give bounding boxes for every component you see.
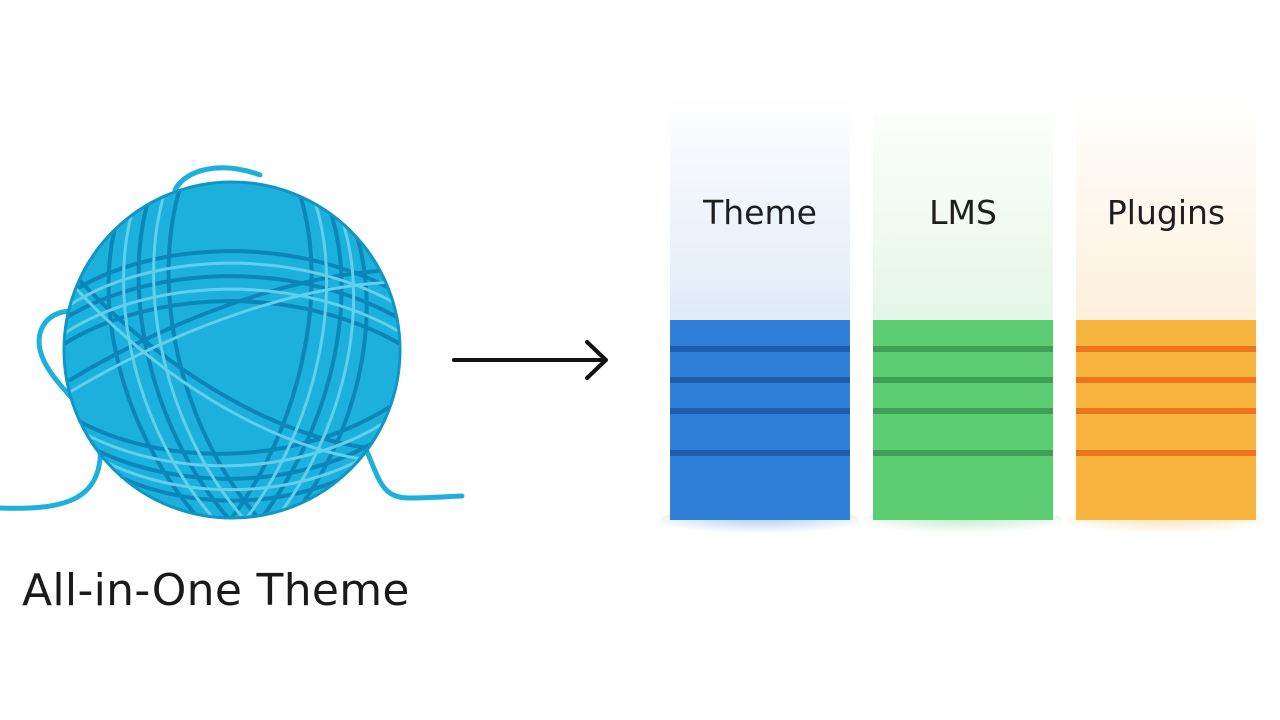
column-label-theme: Theme [703,193,817,232]
stack-icon [670,320,850,520]
stack-icon [873,320,1053,520]
plugins-shadow [1066,507,1266,537]
yarn-ball-icon [0,150,470,530]
lms-glow [873,95,1053,325]
arrow-right-icon [450,335,615,385]
column-label-lms: LMS [929,193,997,232]
column-plugins: Plugins [1066,95,1266,545]
plugins-glow [1076,95,1256,325]
column-label-plugins: Plugins [1106,193,1226,232]
lms-shadow [863,507,1063,537]
yarn-caption: All-in-One Theme [22,565,410,616]
theme-shadow [660,507,860,537]
theme-glow [670,95,850,325]
column-theme: Theme [660,95,860,545]
stack-icon [1076,320,1256,520]
column-lms: LMS [863,95,1063,545]
